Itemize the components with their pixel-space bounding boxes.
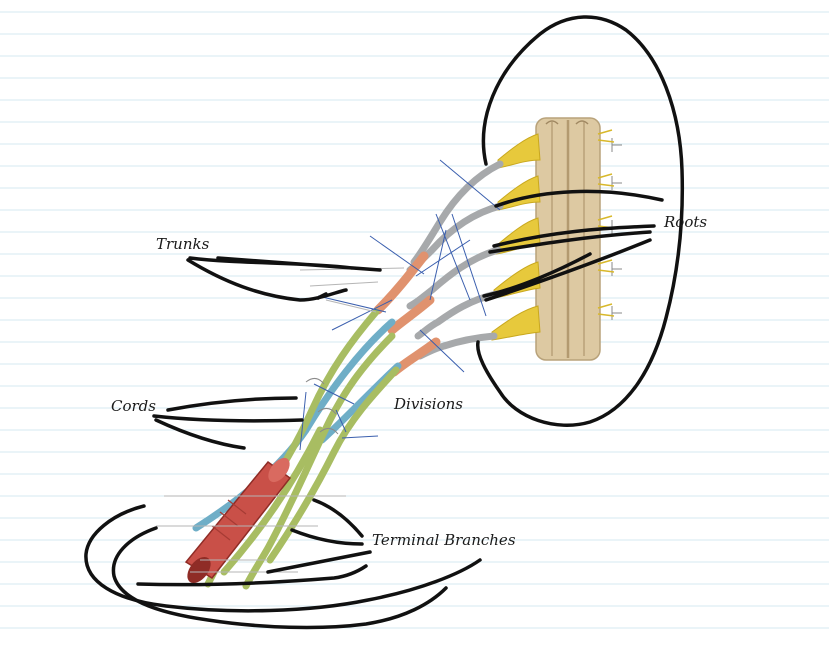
ruled-lines (0, 11, 829, 629)
terminal-branches-loop-outer (84, 504, 482, 613)
roots-pointer-lines (482, 189, 664, 302)
figure-guide-lines (156, 159, 501, 573)
handdrawn-annotations (84, 15, 685, 630)
roots-label: Roots (664, 213, 708, 231)
terminal-branches-pointer-lines (136, 498, 372, 587)
terminal-branches-loop-inner (111, 526, 448, 630)
axillary-artery (184, 457, 292, 584)
cords-label: Cords (111, 397, 156, 415)
trunks-label: Trunks (156, 235, 210, 253)
cords-pointer-lines (152, 396, 304, 450)
roots-enclosing-loop (476, 15, 685, 427)
terminal-branches-label: Terminal Branches (372, 531, 516, 549)
trunks-pointer-lines (186, 256, 382, 302)
divisions-label: Divisions (394, 395, 463, 413)
